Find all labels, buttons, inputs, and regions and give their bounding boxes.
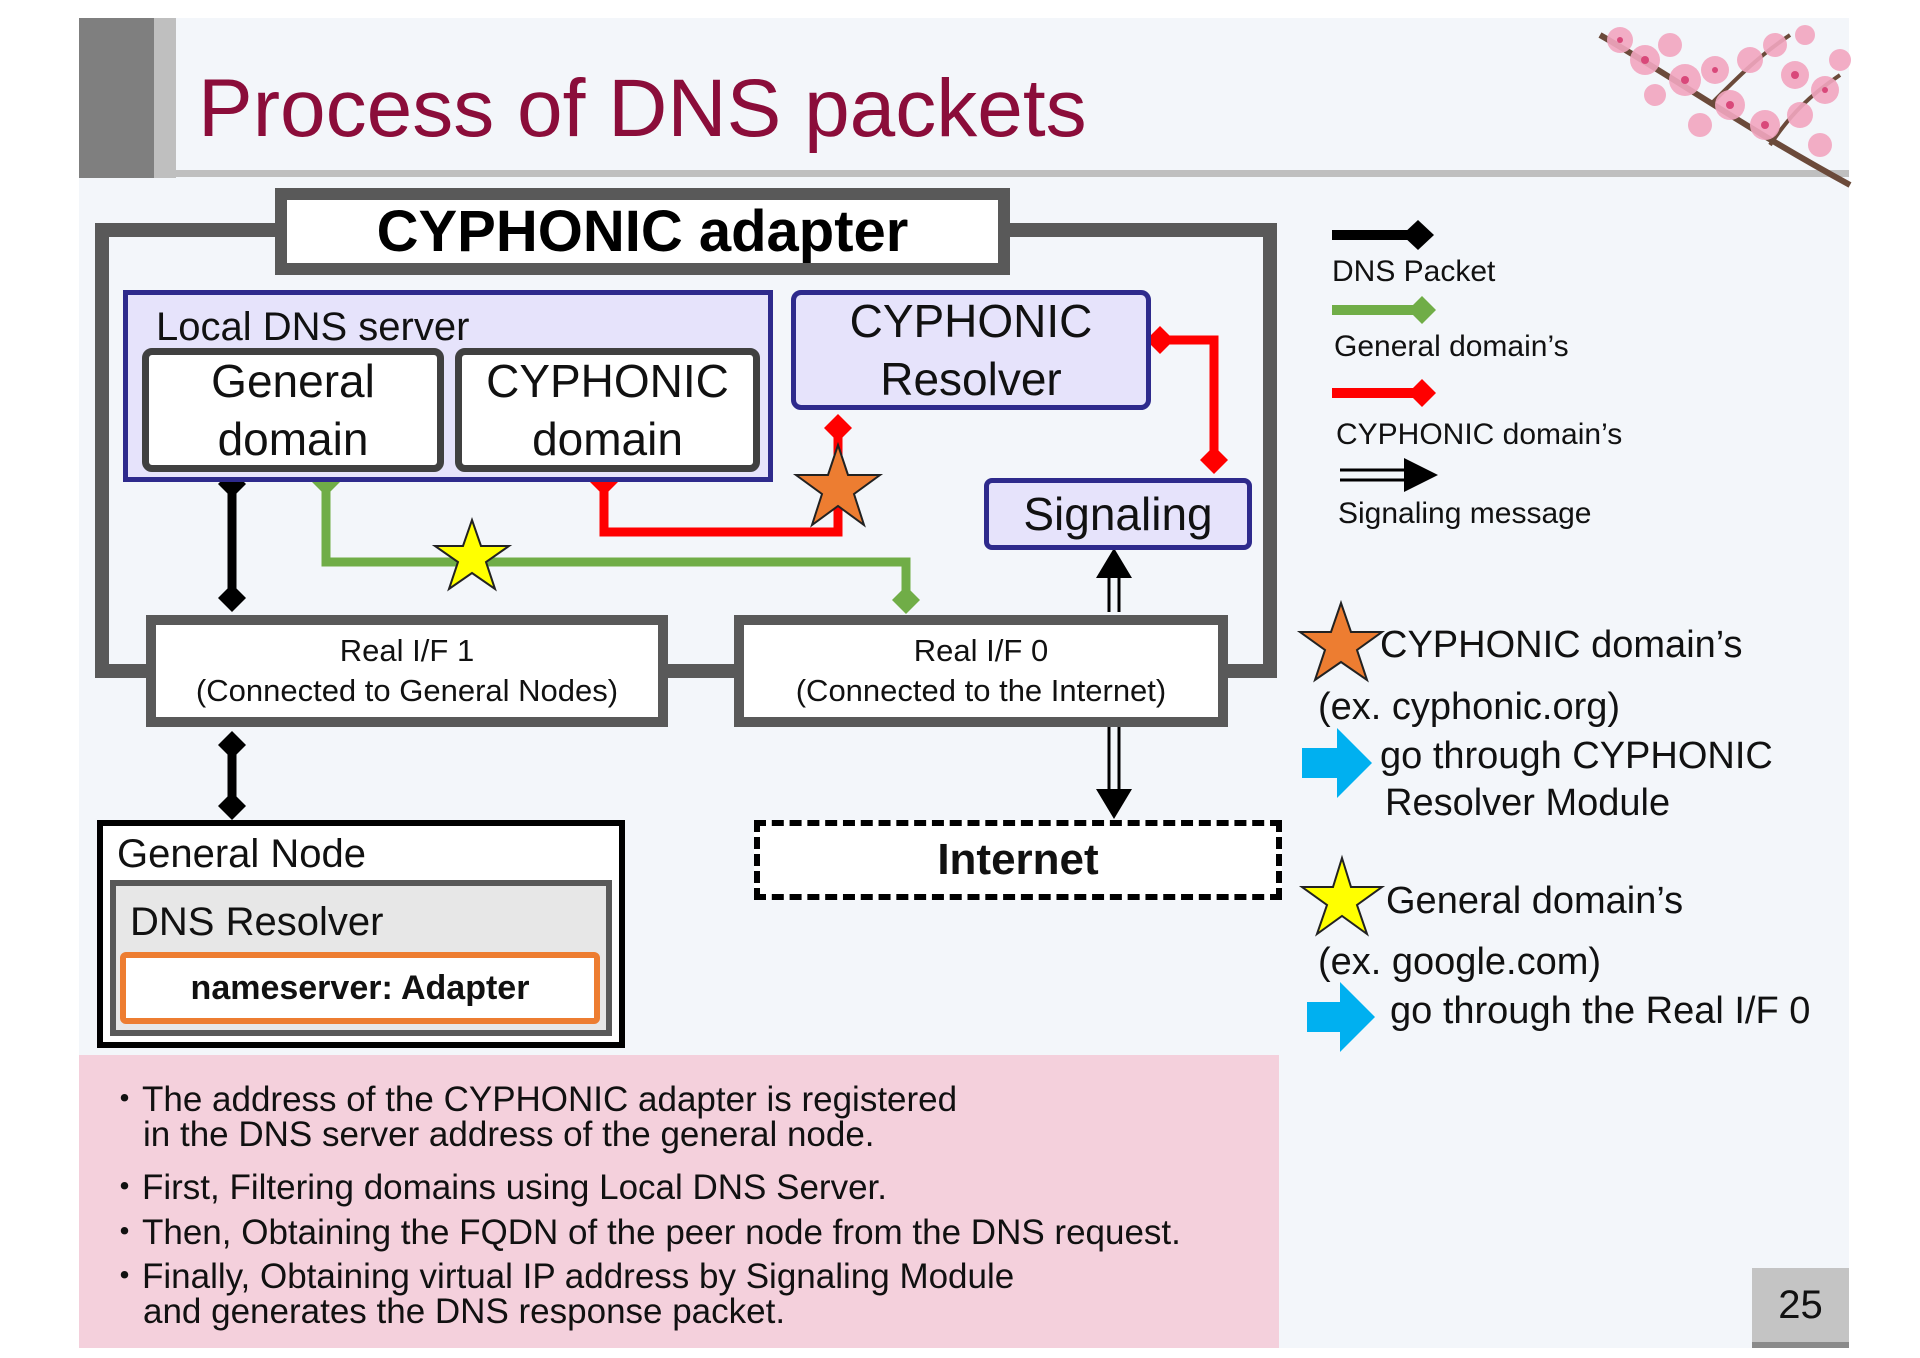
real-if1-box: Real I/F 1 (Connected to General Nodes): [146, 615, 668, 727]
blue-arrow-icon: [1302, 728, 1372, 798]
cherry-blossom-decoration: [1598, 25, 1852, 188]
cyphonic-domain-path-signaling: [1146, 326, 1228, 474]
side-cyphonic-example: (ex. cyphonic.org): [1318, 686, 1621, 728]
adapter-title: CYPHONIC adapter: [376, 199, 909, 264]
local-dns-server-label: Local DNS server: [156, 305, 470, 349]
general-domain-box: General domain: [142, 348, 444, 472]
side-orange-star-icon: [1296, 599, 1386, 683]
real-if1-name: Real I/F 1: [339, 633, 475, 668]
side-cyphonic-title: CYPHONIC domain’s: [1380, 624, 1743, 666]
nameserver-box: nameserver: Adapter: [120, 952, 600, 1024]
general-node-label: General Node: [117, 832, 367, 876]
legend-general: General domain’s: [1334, 330, 1569, 363]
internet-label: Internet: [937, 835, 1099, 884]
title-accent-bar: [79, 18, 154, 178]
note-line: ・First, Filtering domains using Local DN…: [107, 1168, 887, 1207]
dns-packet-path-internal: [218, 470, 246, 612]
side-yellow-star-icon: [1298, 854, 1386, 937]
page-number: 25: [1752, 1268, 1849, 1342]
title-underline: [154, 170, 1849, 177]
real-if0-name: Real I/F 0: [913, 633, 1049, 668]
side-cyphonic-route-2: Resolver Module: [1385, 782, 1671, 824]
legend-signaling: Signaling message: [1338, 497, 1592, 530]
adapter-title-box: CYPHONIC adapter: [275, 188, 1010, 275]
legend-dns-packet-line: [1332, 220, 1434, 250]
signaling-module: Signaling: [984, 478, 1252, 550]
side-cyphonic-route-1: go through CYPHONIC: [1380, 735, 1773, 777]
cyphonic-resolver-label: CYPHONIC Resolver: [849, 295, 1093, 405]
title-accent-bar-light: [154, 18, 176, 178]
dns-resolver-label: DNS Resolver: [130, 900, 384, 944]
legend-signaling-line: [1340, 458, 1438, 492]
signaling-message-arrow: [1096, 548, 1132, 612]
page-number-underline: [1752, 1342, 1849, 1348]
real-if1-description: (Connected to General Nodes): [195, 673, 619, 708]
note-line: ・Finally, Obtaining virtual IP address b…: [107, 1257, 1015, 1296]
cyphonic-domain-box: CYPHONIC domain: [455, 348, 760, 472]
real-if0-box: Real I/F 0 (Connected to the Internet): [734, 615, 1228, 727]
blue-arrow-icon: [1307, 982, 1375, 1052]
note-line: and generates the DNS response packet.: [143, 1292, 786, 1331]
notes-box: ・The address of the CYPHONIC adapter is …: [79, 1055, 1279, 1348]
yellow-star-icon: [431, 516, 513, 592]
real-if0-description: (Connected to the Internet): [795, 673, 1167, 708]
general-domain-label: General domain: [211, 355, 375, 465]
note-line: ・The address of the CYPHONIC adapter is …: [107, 1080, 958, 1119]
legend-cyphonic-line: [1332, 379, 1436, 407]
side-general-example: (ex. google.com): [1318, 941, 1602, 983]
internet-signaling-arrow: [1096, 727, 1132, 819]
signaling-label: Signaling: [1023, 488, 1213, 540]
cyphonic-domain-label: CYPHONIC domain: [486, 355, 729, 465]
cyphonic-resolver: CYPHONIC Resolver: [791, 290, 1151, 410]
side-general-title: General domain’s: [1386, 880, 1684, 922]
legend-dns-packet: DNS Packet: [1332, 255, 1496, 288]
orange-star-icon: [792, 441, 884, 528]
nameserver-label: nameserver: Adapter: [190, 968, 530, 1007]
note-line: ・Then, Obtaining the FQDN of the peer no…: [107, 1213, 1181, 1252]
side-general-route: go through the Real I/F 0: [1390, 990, 1811, 1032]
legend-general-line: [1332, 296, 1436, 324]
legend-cyphonic: CYPHONIC domain’s: [1336, 418, 1623, 451]
internet-cloud: Internet: [754, 820, 1282, 900]
slide-title: Process of DNS packets: [198, 63, 1087, 154]
dns-packet-path-external: [218, 731, 246, 820]
note-line: in the DNS server address of the general…: [143, 1115, 875, 1154]
adapter-frame: [95, 223, 1277, 678]
